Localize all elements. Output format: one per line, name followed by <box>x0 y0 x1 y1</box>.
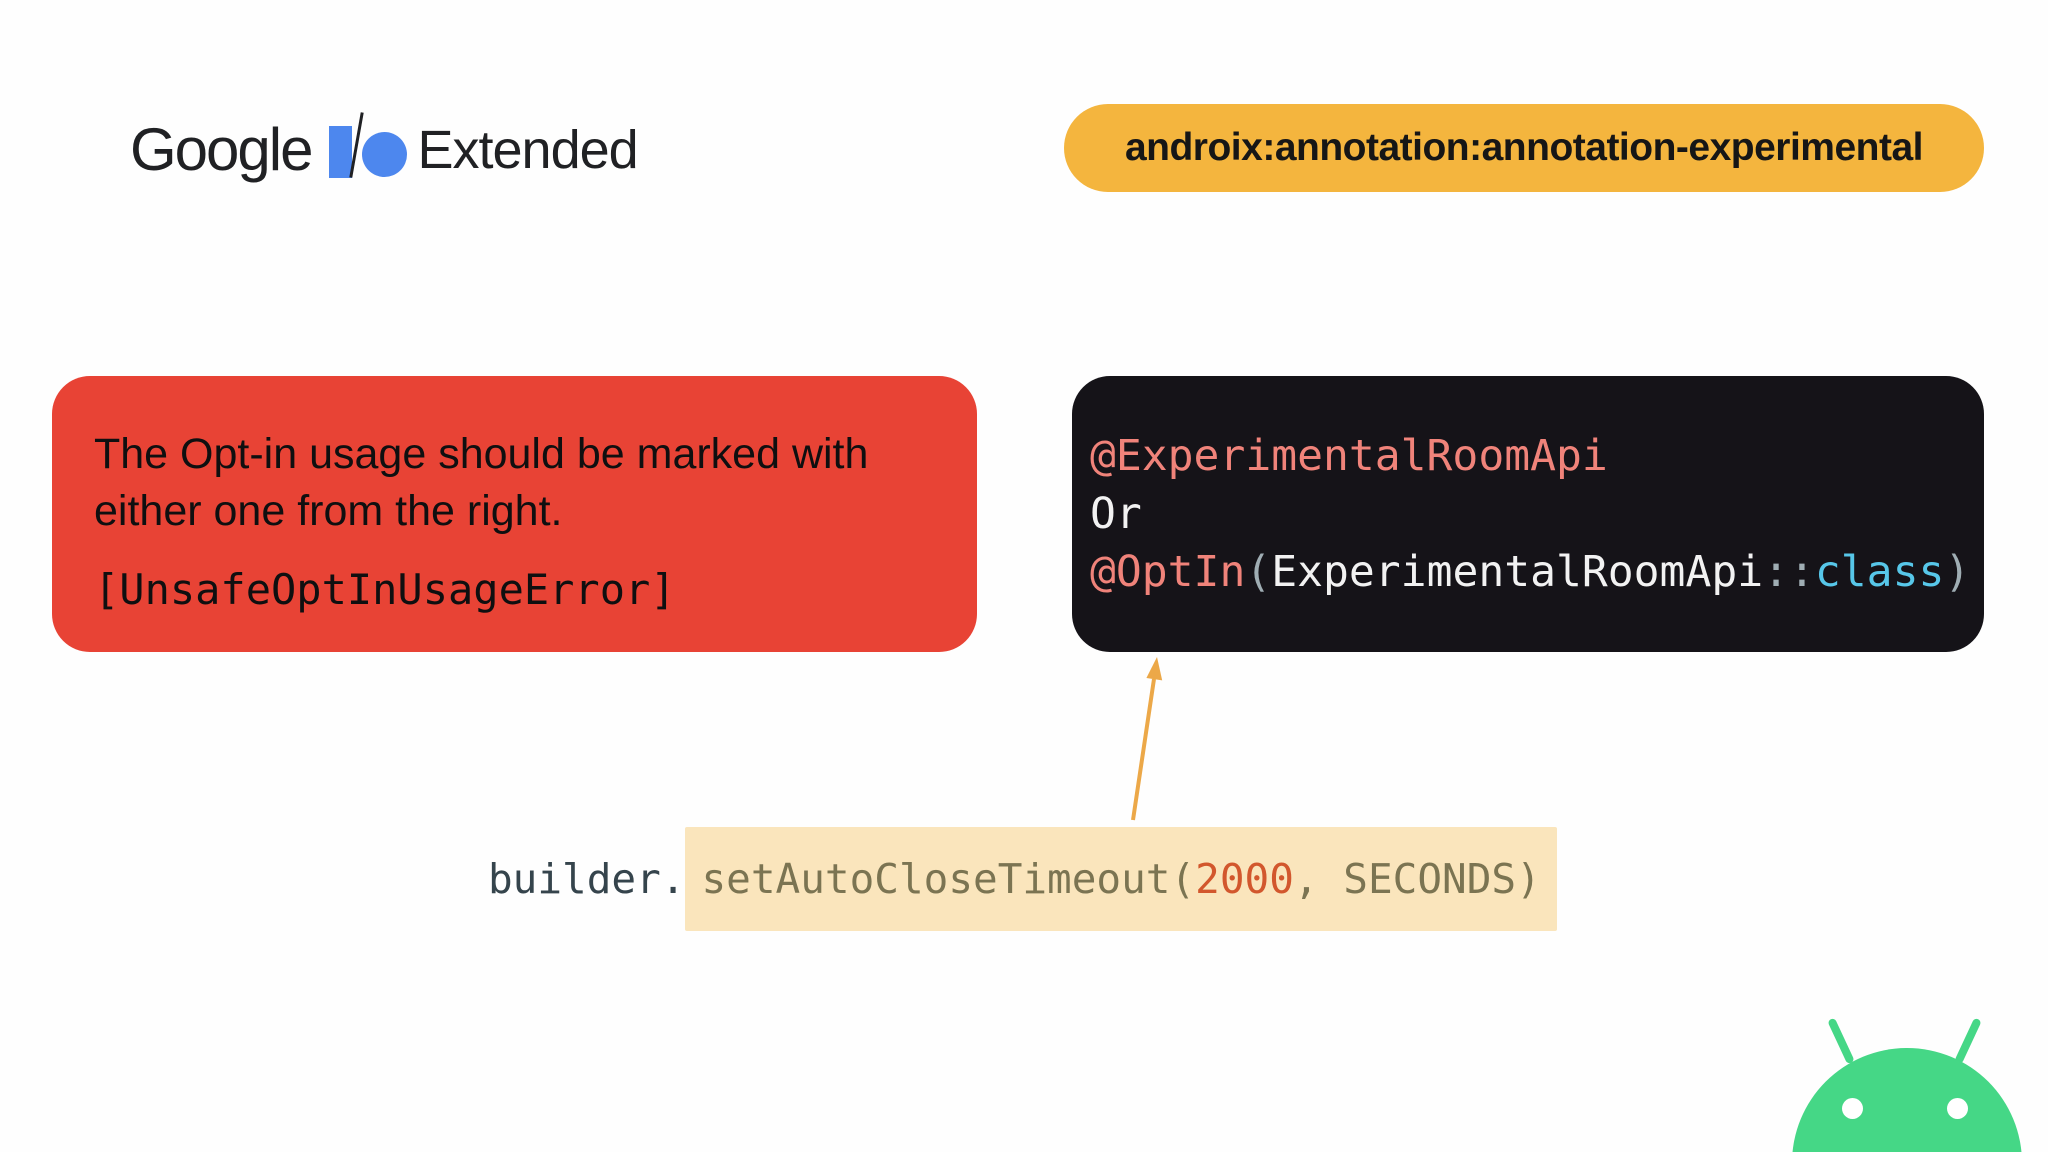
warning-message-line2: either one from the right. <box>94 487 563 535</box>
android-antenna-right <box>1954 1017 1982 1065</box>
receiver-token: builder. <box>488 855 686 903</box>
optin-annotation-token: @OptIn <box>1090 547 1246 597</box>
class-keyword-token: class <box>1814 547 1945 597</box>
artifact-badge-label: androix:annotation:annotation-experiment… <box>1124 126 1924 169</box>
io-circle-shape <box>362 132 408 177</box>
android-antenna-left <box>1827 1017 1855 1065</box>
code-line-2: Or <box>1090 485 1970 543</box>
double-colon-token: :: <box>1763 547 1815 597</box>
pointer-arrow <box>1131 657 1163 821</box>
annotation-code-box: @ExperimentalRoomApi Or @OptIn(Experimen… <box>1072 376 1984 652</box>
close-paren-token: ) <box>1944 547 1971 597</box>
rest-token: , SECONDS) <box>1293 855 1541 903</box>
or-token: Or <box>1090 489 1142 539</box>
builder-code-statement: builder.setAutoCloseTimeout(2000, SECOND… <box>488 827 1557 931</box>
android-logo <box>1770 1000 2048 1152</box>
method-token: setAutoCloseTimeout( <box>701 855 1196 903</box>
io-mark-icon <box>329 112 409 182</box>
android-eye-left <box>1842 1098 1863 1119</box>
annotation-token: @ExperimentalRoomApi <box>1090 431 1608 481</box>
google-io-extended-logo: Google Extended <box>130 112 639 183</box>
class-name-token: ExperimentalRoomApi <box>1271 547 1764 597</box>
open-paren-token: ( <box>1245 547 1272 597</box>
logo-google-text: Google <box>130 116 313 183</box>
number-token: 2000 <box>1195 855 1294 903</box>
logo-extended-text: Extended <box>417 120 638 180</box>
arrow-head <box>1146 657 1163 681</box>
warning-error-code: [UnsafeOptInUsageError] <box>94 565 676 614</box>
code-line-3: @OptIn(ExperimentalRoomApi::class) <box>1090 543 1970 601</box>
warning-message: The Opt-in usage should be marked with ei… <box>94 426 941 540</box>
arrow-shaft <box>1131 678 1156 821</box>
android-head <box>1792 1048 2022 1152</box>
warning-message-line1: The Opt-in usage should be marked with <box>94 430 869 478</box>
artifact-badge: androix:annotation:annotation-experiment… <box>1064 104 1984 192</box>
optin-warning-box: The Opt-in usage should be marked with ei… <box>52 376 977 652</box>
code-line-1: @ExperimentalRoomApi <box>1090 427 1970 485</box>
highlighted-call: setAutoCloseTimeout(2000, SECONDS) <box>685 827 1557 931</box>
io-square-shape <box>329 126 353 178</box>
android-eye-right <box>1947 1098 1968 1119</box>
